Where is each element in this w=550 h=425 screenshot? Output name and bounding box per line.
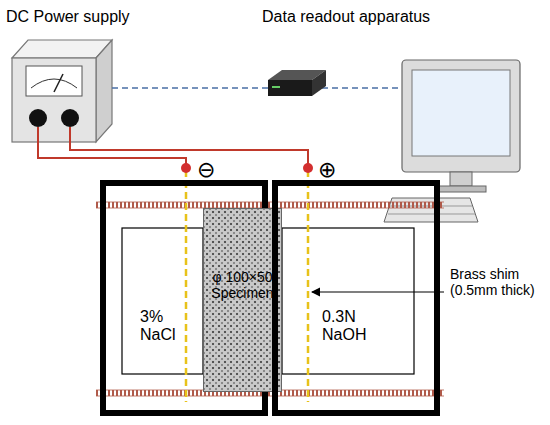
power-supply (12, 40, 112, 142)
electrode (307, 170, 310, 402)
wire (70, 127, 308, 168)
polarity-symbol: ⊖ (197, 157, 215, 182)
polarity-symbol: ⊕ (318, 157, 336, 182)
terminal (303, 163, 313, 173)
data-link (322, 87, 402, 88)
leader-line (312, 291, 444, 292)
callout-label: Brass shim (0.5mm thick) (450, 266, 546, 298)
chamber (282, 228, 414, 374)
terminal (181, 163, 191, 173)
device-label: Data readout apparatus (262, 8, 430, 26)
chamber (122, 228, 203, 374)
node-label: φ 100×50 Specimen (206, 269, 280, 301)
data-link (112, 87, 270, 88)
node-label: 3% NaCl (140, 308, 186, 345)
threaded-rod (96, 202, 444, 396)
wire (38, 127, 186, 168)
electrode (185, 170, 188, 402)
computer (384, 60, 520, 222)
node-label: 0.3N NaOH (322, 308, 382, 345)
device-label: DC Power supply (6, 8, 130, 26)
specimen: φ 100×50 Specimen (203, 208, 282, 392)
cell: 0.3N NaOH (272, 180, 440, 416)
readout-device (268, 70, 326, 96)
